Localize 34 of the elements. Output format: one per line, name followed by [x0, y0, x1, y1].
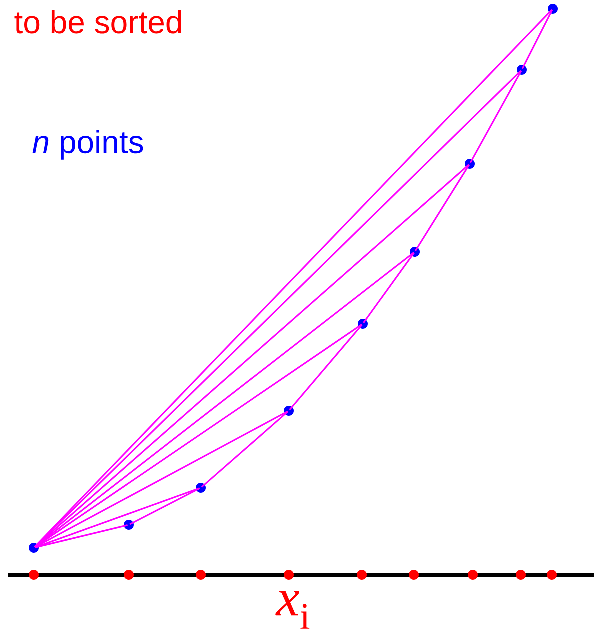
hull-line: [522, 10, 554, 70]
hull-line: [201, 411, 289, 488]
hull-line: [130, 488, 200, 526]
caption-text: to be sorted: [14, 10, 182, 34]
hull-line: [34, 410, 288, 548]
axis-point: [468, 570, 478, 580]
caption-text: n points: [32, 130, 144, 160]
point: [29, 543, 39, 553]
hull-line: [34, 488, 200, 548]
axis-point: [284, 570, 294, 580]
point: [465, 159, 475, 169]
axis-point: [516, 570, 526, 580]
point: [410, 247, 420, 257]
hull-line: [363, 252, 415, 324]
point: [124, 520, 134, 530]
point: [358, 319, 368, 329]
point: [196, 483, 206, 493]
axis-point: [357, 570, 367, 580]
axis-point: [29, 570, 39, 580]
hull-line: [470, 70, 522, 164]
hull-line: [34, 9, 553, 548]
axis-point: [547, 570, 557, 580]
axis-point: [124, 570, 134, 580]
hull-line: [289, 324, 363, 411]
hull-line: [34, 324, 362, 548]
hull-line: [35, 524, 128, 548]
point: [548, 4, 558, 14]
axis-label: x$_{i}$: [276, 591, 310, 629]
axis-point: [196, 570, 206, 580]
hull-line: [415, 164, 470, 252]
hull-line: [34, 252, 414, 548]
axis-point: [409, 570, 419, 580]
point: [517, 65, 527, 75]
point: [284, 406, 294, 416]
